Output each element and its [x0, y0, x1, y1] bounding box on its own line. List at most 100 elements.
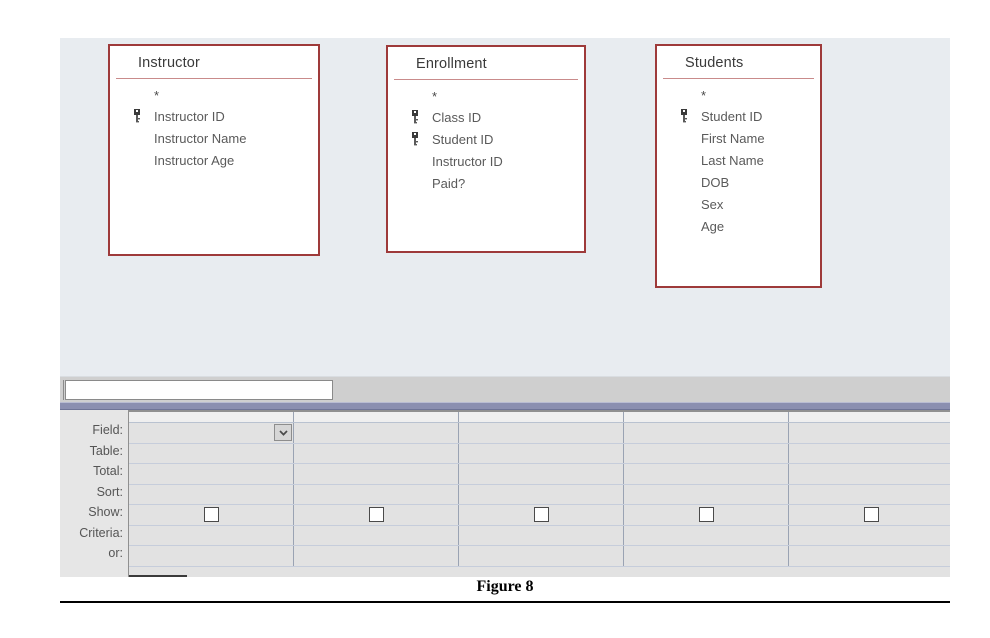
field-list-students: * Student ID First — [657, 79, 820, 237]
show-checkbox[interactable] — [368, 507, 384, 523]
table-box-students[interactable]: Students * Student ID — [655, 44, 822, 288]
total-cell[interactable] — [459, 464, 624, 484]
field-list-instructor: * Instructor ID Ins — [110, 79, 318, 171]
field-label: Sex — [701, 196, 724, 212]
field-row[interactable]: Class ID — [388, 106, 584, 128]
field-row[interactable]: First Name — [657, 127, 820, 149]
field-row[interactable]: Instructor ID — [388, 150, 584, 172]
table-box-instructor[interactable]: Instructor * Instructor ID — [108, 44, 320, 256]
criteria-cell[interactable] — [294, 525, 459, 545]
field-label: First Name — [701, 130, 765, 146]
show-cell[interactable] — [459, 505, 624, 525]
column-selector[interactable] — [459, 412, 624, 422]
field-row[interactable]: Sex — [657, 193, 820, 215]
field-row[interactable]: Student ID — [388, 128, 584, 150]
sort-cell[interactable] — [294, 484, 459, 504]
show-cell[interactable] — [624, 505, 789, 525]
pane-splitter[interactable] — [60, 402, 950, 410]
field-list-enrollment: * Class ID — [388, 80, 584, 194]
grid-rows — [129, 423, 950, 567]
table-box-enrollment[interactable]: Enrollment * Class ID — [386, 45, 586, 253]
total-cell[interactable] — [294, 464, 459, 484]
field-row[interactable]: Student ID — [657, 105, 820, 127]
chevron-down-icon[interactable] — [274, 424, 292, 441]
grid-row-total — [129, 464, 950, 485]
grid-row-field — [129, 423, 950, 444]
field-cell[interactable] — [624, 423, 789, 443]
field-row[interactable]: Paid? — [388, 172, 584, 194]
show-checkbox[interactable] — [863, 507, 879, 523]
horizontal-scrollbar[interactable] — [60, 376, 950, 403]
field-label: Paid? — [432, 175, 466, 191]
query-designer: Instructor * Instructor ID — [60, 38, 950, 577]
field-row-asterisk[interactable]: * — [154, 87, 160, 103]
field-label: Instructor ID — [154, 108, 225, 124]
field-cell[interactable] — [294, 423, 459, 443]
show-checkbox[interactable] — [203, 507, 219, 523]
primary-key-icon — [679, 109, 701, 123]
query-grid — [128, 410, 950, 577]
table-diagram-pane[interactable]: Instructor * Instructor ID — [60, 38, 950, 376]
or-cell[interactable] — [624, 546, 789, 566]
grid-column-selector-row[interactable] — [129, 412, 950, 423]
field-row[interactable]: Instructor Age — [110, 149, 318, 171]
field-row[interactable]: Instructor ID — [110, 105, 318, 127]
field-label: Age — [701, 218, 725, 234]
or-cell[interactable] — [459, 546, 624, 566]
column-selector[interactable] — [129, 412, 294, 422]
sort-cell[interactable] — [624, 484, 789, 504]
field-cell[interactable] — [129, 423, 294, 443]
field-cell[interactable] — [459, 423, 624, 443]
scrollbar-left-cap[interactable] — [60, 380, 64, 400]
show-checkbox[interactable] — [698, 507, 714, 523]
show-cell[interactable] — [129, 505, 294, 525]
criteria-cell[interactable] — [129, 525, 294, 545]
criteria-cell[interactable] — [459, 525, 624, 545]
show-cell[interactable] — [789, 505, 950, 525]
field-row[interactable]: Last Name — [657, 149, 820, 171]
column-selector[interactable] — [789, 412, 950, 422]
column-selector[interactable] — [624, 412, 789, 422]
row-label-field: Field: — [92, 423, 123, 437]
table-cell[interactable] — [789, 444, 950, 464]
table-cell[interactable] — [294, 443, 459, 463]
field-row[interactable]: DOB — [657, 171, 820, 193]
grid-row-table — [129, 443, 950, 464]
or-cell[interactable] — [294, 546, 459, 566]
table-cell[interactable] — [624, 443, 789, 463]
field-row[interactable]: Instructor Name — [110, 127, 318, 149]
table-title-students: Students — [663, 46, 814, 79]
show-cell[interactable] — [294, 505, 459, 525]
show-checkbox[interactable] — [533, 507, 549, 523]
total-cell[interactable] — [129, 464, 294, 484]
sort-cell[interactable] — [459, 484, 624, 504]
grid-bottom-edge — [129, 575, 187, 577]
row-label-total: Total: — [93, 464, 123, 478]
criteria-cell[interactable] — [789, 526, 950, 546]
field-row[interactable]: Age — [657, 215, 820, 237]
total-cell[interactable] — [624, 464, 789, 484]
table-cell[interactable] — [459, 443, 624, 463]
column-selector[interactable] — [294, 412, 459, 422]
or-cell[interactable] — [789, 546, 950, 566]
field-label: Last Name — [701, 152, 764, 168]
sort-cell[interactable] — [129, 484, 294, 504]
field-cell[interactable] — [789, 423, 950, 443]
field-label: DOB — [701, 174, 730, 190]
or-cell[interactable] — [129, 546, 294, 566]
grid-row-sort — [129, 484, 950, 505]
field-label: Student ID — [432, 131, 494, 147]
scrollbar-thumb[interactable] — [65, 380, 333, 400]
field-row-asterisk[interactable]: * — [432, 88, 438, 104]
field-row-asterisk[interactable]: * — [701, 87, 707, 103]
table-cell[interactable] — [129, 443, 294, 463]
sort-cell[interactable] — [789, 485, 950, 505]
total-cell[interactable] — [789, 464, 950, 484]
caption-divider — [60, 601, 950, 603]
primary-key-icon — [410, 132, 432, 146]
figure-caption: Figure 8 — [476, 578, 534, 595]
field-label: Student ID — [701, 108, 763, 124]
row-label-show: Show: — [88, 505, 123, 519]
row-label-criteria: Criteria: — [79, 525, 123, 540]
criteria-cell[interactable] — [624, 525, 789, 545]
